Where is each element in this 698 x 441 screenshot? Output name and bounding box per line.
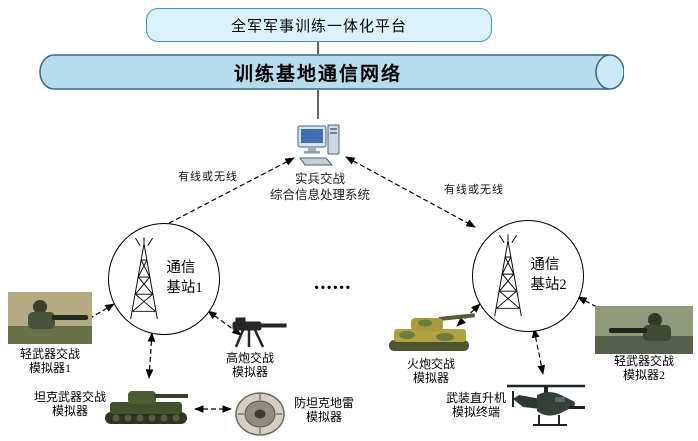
link-station2-artillery [456,303,481,327]
more-stations-ellipsis: ...... [314,270,352,294]
tank-weapon-simulator-label: 坦克武器交战 模拟器 [33,390,106,419]
link-station1-lightweapon1 [81,303,115,324]
soldier-icon [8,292,92,344]
processing-system-label: 实兵交战 综合信息处理系统 [269,172,370,202]
link-type-label-left: 有线或无线 [178,171,238,183]
helicopter-icon [503,377,589,435]
link-type-label-right: 有线或无线 [444,184,504,196]
link-computer-station1 [153,157,295,232]
artillery-icon [385,307,477,355]
artillery-simulator-label: 火炮交战 模拟器 [406,357,455,386]
base-station-2-label: 通信 基站2 [530,257,567,293]
light-weapon-simulator-2-label: 轻武器交战 模拟器2 [613,354,674,383]
base-station-1-label: 通信 基站1 [166,260,203,296]
base-station-1: 通信 基站1 [108,223,220,335]
aa-gun-simulator-label: 高炮交战 模拟器 [225,351,274,380]
antenna-tower-icon [130,237,159,319]
mine-icon [234,391,286,437]
base-station-2: 通信 基站2 [472,220,584,332]
soldier-icon [595,306,693,354]
helicopter-terminal-label: 武装直升机 模拟终端 [445,391,506,420]
link-station1-aagun [207,310,242,336]
aa-gun-icon [230,311,288,349]
light-weapon-simulator-1-label: 轻武器交战 模拟器1 [19,347,80,376]
link-computer-station2 [345,156,476,228]
platform-label: 全军军事训练一体化平台 [230,18,407,35]
computer-icon [296,120,344,168]
antitank-mine-simulator-label: 防坦克地雷 模拟器 [293,396,354,425]
link-station2-helicopter [531,328,546,375]
network-bus: 训练基地通信网络 [38,53,625,91]
tank-icon [102,381,190,429]
network-bus-label: 训练基地通信网络 [233,63,402,85]
link-station1-tank [145,332,156,379]
platform-node: 全军军事训练一体化平台 [146,8,492,42]
cylinder-shape [39,54,625,90]
antenna-tower-icon [494,234,523,316]
